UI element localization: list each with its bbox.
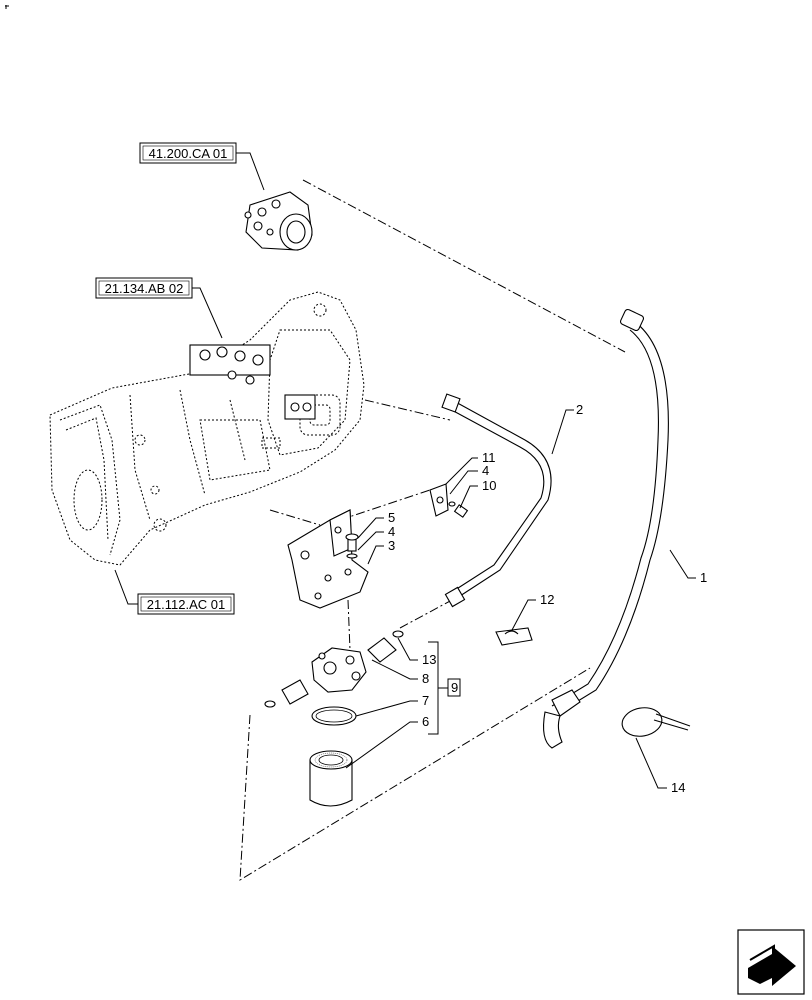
callout-11: 11 (482, 450, 496, 465)
filter-head-8 (311, 647, 367, 693)
reference-label-transmission-housing: 21.112.AC 01 (147, 597, 226, 612)
reference-label-transmission-valve: 21.134.AB 02 (105, 281, 184, 296)
clip-11 (429, 483, 449, 517)
reference-label-steering-motor: 41.200.CA 01 (149, 146, 228, 161)
callout-2: 2 (576, 402, 583, 417)
routing-lines (239, 179, 626, 881)
corner-marks (5, 5, 9, 9)
transmission-housing-part (49, 291, 365, 566)
callout-8: 8 (422, 671, 429, 686)
filter-element-6 (309, 750, 353, 807)
bolt-10 (448, 501, 469, 518)
callout-1: 1 (700, 570, 707, 585)
callout-4-bracket: 4 (388, 524, 395, 539)
plug-fitting (264, 679, 309, 708)
o-ring-7 (311, 706, 357, 726)
fitting-13 (367, 630, 404, 663)
leader-lines (345, 409, 696, 789)
clamp-12 (495, 627, 533, 646)
reference-box-transmission-valve[interactable]: 21.134.AB 02 (95, 277, 193, 299)
callout-5: 5 (388, 510, 395, 525)
bolt-5 (345, 533, 359, 559)
callout-numbers: 2 1 11 4 10 5 4 3 12 13 8 7 6 14 9 (388, 402, 707, 795)
cable-tie-14 (621, 707, 691, 737)
callout-4-clip: 4 (482, 463, 489, 478)
callout-10: 10 (482, 478, 496, 493)
reference-box-transmission-housing[interactable]: 21.112.AC 01 (137, 593, 235, 615)
navigation-arrow-icon[interactable] (737, 929, 805, 995)
callout-3: 3 (388, 538, 395, 553)
callout-9: 9 (451, 680, 458, 695)
hydraulic-tube-2 (441, 393, 552, 608)
callout-7: 7 (422, 693, 429, 708)
callout-13: 13 (422, 652, 436, 667)
callout-14: 14 (671, 780, 685, 795)
hydraulic-hose-1 (543, 308, 669, 749)
bracket-3 (287, 509, 369, 609)
reference-box-steering-motor[interactable]: 41.200.CA 01 (139, 142, 237, 164)
steering-motor-part (244, 191, 313, 251)
callout-12: 12 (540, 592, 554, 607)
callout-6: 6 (422, 714, 429, 729)
